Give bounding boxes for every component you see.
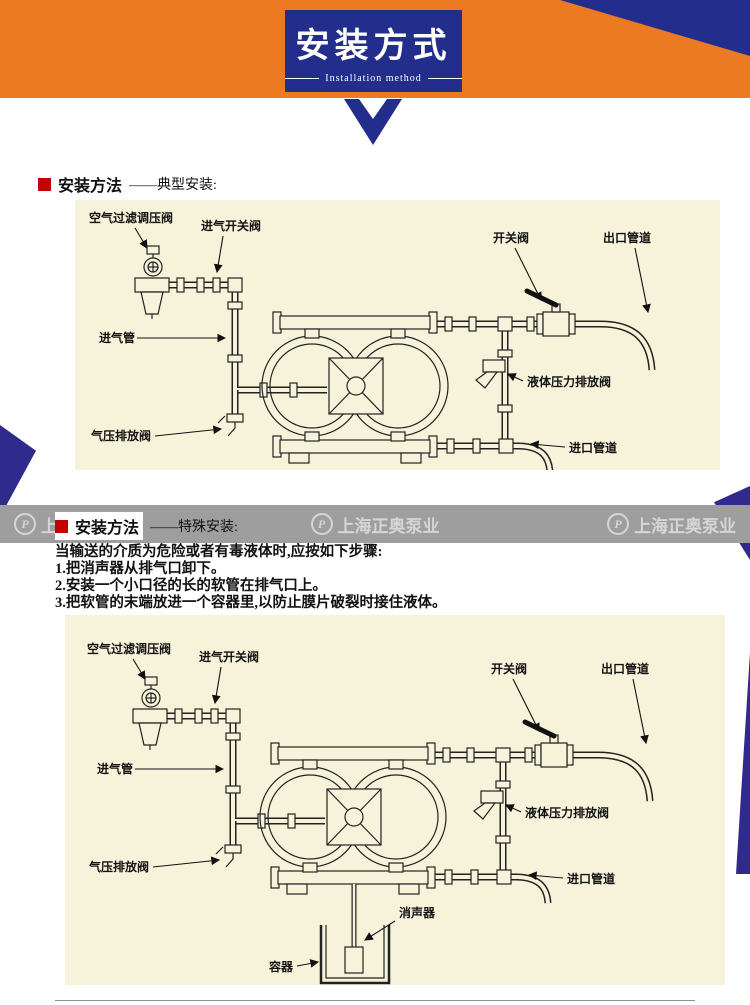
page-subtitle-row: Installation method (285, 73, 462, 84)
liquid-relief-valve (475, 359, 506, 389)
label-air-inlet-switch-valve: 进气开关阀 (199, 649, 259, 664)
air-filter-regulator (132, 676, 168, 750)
label-liquid-relief-valve: 液体压力排放阀 (527, 374, 611, 389)
brand-logo-icon: P (310, 513, 333, 535)
air-relief-drain-valve (215, 844, 242, 868)
brand-logo-icon: P (607, 513, 629, 535)
liquid-relief-valve (473, 790, 504, 820)
label-air-relief-valve: 气压排放阀 (88, 859, 149, 874)
red-square-bullet (38, 177, 51, 191)
special-installation-diagram: 空气过滤调压阀 进气开关阀 开关阀 出口管道 进气管 液体压力排放阀 气压排放阀… (65, 615, 725, 985)
section2-subtitle-text: ——特殊安装: (150, 520, 238, 535)
section1-title: 安装方法 ——典型安装: (38, 172, 217, 196)
label-liquid-relief-valve: 液体压力排放阀 (525, 805, 609, 820)
label-inlet-pipe: 进口管道 (569, 440, 617, 455)
instruction-step: 2.安装一个小口径的长的软管在排气口上。 (55, 578, 327, 594)
diaphragm-pump (259, 742, 447, 895)
brand-logo-icon: P (14, 513, 36, 535)
subtitle-left-rule (285, 78, 320, 79)
instruction-intro: 当输送的介质为危险或者有毒液体时,应按如下步骤: (55, 544, 383, 560)
watermark-text: 上海正奥泵业 (634, 516, 736, 536)
label-air-relief-valve: 气压排放阀 (90, 428, 151, 443)
label-container: 容器 (268, 959, 294, 974)
label-muffler: 消声器 (399, 905, 436, 920)
section2-title: 安装方法 ——特殊安装: (55, 512, 238, 540)
container (319, 925, 391, 985)
right-sliver-decoration (736, 652, 750, 874)
label-switch-valve: 开关阀 (493, 230, 529, 245)
watermark-brand: P 上海正奥泵业 (310, 512, 440, 537)
instruction-step: 3.把软管的末端放进一个容器里,以防止膜片破裂时接住液体。 (55, 595, 447, 611)
label-air-inlet-pipe: 进气管 (99, 330, 135, 345)
special-installation-instructions: 当输送的介质为危险或者有毒液体时,应按如下步骤: 1.把消声器从排气口卸下。 2… (55, 544, 705, 612)
air-relief-drain-valve (217, 413, 244, 437)
diaphragm-pump (261, 311, 449, 464)
label-air-inlet-switch-valve: 进气开关阀 (201, 218, 261, 233)
subtitle-right-rule (427, 78, 462, 79)
ball-valve (522, 719, 574, 768)
ball-valve (524, 288, 576, 337)
watermark-brand: P 上海正奥泵业 (607, 512, 736, 537)
label-inlet-pipe: 进口管道 (567, 871, 615, 886)
pipe-fittings (174, 708, 533, 885)
section1-title-text: 安装方法 (58, 178, 123, 195)
air-filter-regulator (134, 245, 170, 319)
instruction-step: 1.把消声器从排气口卸下。 (55, 561, 226, 577)
pump-diagram-1: 空气过滤调压阀 进气开关阀 开关阀 出口管道 进气管 液体压力排放阀 气压排放阀… (89, 210, 656, 473)
label-outlet-pipe: 出口管道 (601, 661, 649, 676)
section2-title-highlight: 安装方法 (55, 512, 144, 540)
label-outlet-pipe: 出口管道 (603, 230, 651, 245)
section2-title-text: 安装方法 (75, 520, 140, 537)
page-title: 安装方式 (295, 27, 452, 65)
section1-subtitle-text: ——典型安装: (129, 178, 217, 193)
label-air-inlet-pipe: 进气管 (97, 761, 133, 776)
left-wedge-decoration (0, 425, 36, 517)
bottom-divider (55, 1000, 695, 1001)
pump-diagram-2: 空气过滤调压阀 进气开关阀 开关阀 出口管道 进气管 液体压力排放阀 气压排放阀… (87, 641, 654, 985)
muffler (344, 946, 364, 974)
red-square-bullet (55, 519, 68, 533)
typical-installation-diagram: 空气过滤调压阀 进气开关阀 开关阀 出口管道 进气管 液体压力排放阀 气压排放阀… (75, 200, 720, 473)
label-switch-valve: 开关阀 (491, 661, 527, 676)
page-subtitle: Installation method (325, 73, 422, 84)
watermark-text: 上海正奥泵业 (337, 516, 440, 536)
header-title-box: 安装方式 Installation method (285, 10, 462, 92)
label-air-filter-valve: 空气过滤调压阀 (89, 210, 173, 225)
label-air-filter-valve: 空气过滤调压阀 (87, 641, 171, 656)
pump-assembly: 空气过滤调压阀 进气开关阀 开关阀 出口管道 进气管 液体压力排放阀 气压排放阀… (87, 641, 654, 904)
down-chevron-icon (344, 99, 402, 145)
